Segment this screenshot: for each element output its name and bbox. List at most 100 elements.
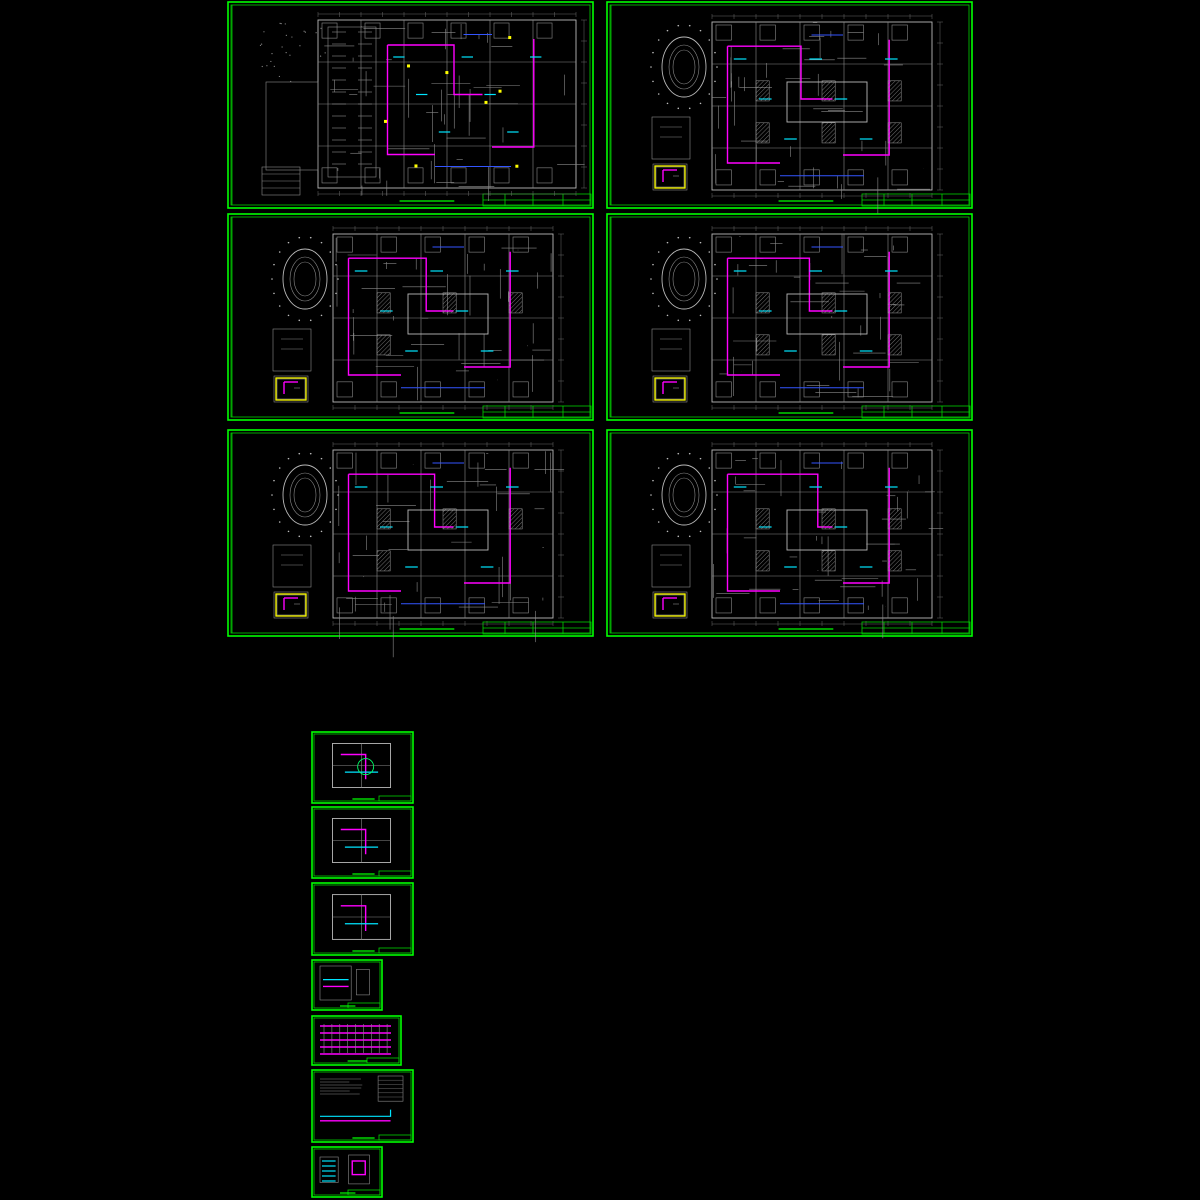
main-pipe-route — [386, 39, 535, 156]
stadium-field — [289, 256, 321, 302]
hatched-shaft — [821, 292, 836, 314]
equipment-marker — [484, 100, 488, 104]
survey-point — [688, 24, 691, 27]
room — [715, 452, 732, 469]
room — [407, 167, 424, 184]
hatched-shaft — [376, 334, 391, 356]
survey-point — [688, 535, 691, 538]
title-block — [231, 433, 592, 635]
legend-detail-pipe — [351, 1160, 366, 1176]
annex-building — [265, 81, 319, 171]
survey-point — [688, 107, 691, 110]
detail-pipe — [340, 753, 367, 780]
survey-point — [699, 314, 702, 317]
survey-point — [287, 530, 290, 533]
site-dot — [266, 65, 268, 67]
room — [380, 236, 397, 253]
site-dot — [273, 65, 275, 67]
sheet-inner-border — [609, 216, 970, 418]
hatched-shaft — [376, 550, 391, 572]
small-sheet-4 — [311, 959, 383, 1011]
survey-point — [271, 278, 273, 280]
survey-point — [714, 292, 716, 295]
survey-point — [335, 263, 337, 266]
hatched-shaft — [755, 80, 770, 102]
equipment-section — [356, 969, 370, 996]
key-plan — [652, 591, 688, 619]
room — [891, 24, 908, 41]
room — [847, 452, 864, 469]
survey-point — [677, 452, 680, 455]
survey-point — [714, 51, 716, 54]
survey-point — [273, 292, 275, 295]
survey-point — [329, 251, 332, 253]
sheet-border — [311, 731, 414, 804]
stadium-field — [668, 472, 700, 518]
equipment-marker — [508, 36, 512, 40]
key-plan — [652, 163, 688, 191]
site-dot — [319, 55, 322, 57]
main-pipe-route — [347, 251, 511, 376]
floor-plan — [711, 226, 943, 410]
room — [759, 597, 776, 614]
stadium-field — [668, 44, 700, 90]
oval-stadium-keyplan — [650, 236, 718, 322]
key-plan-inner — [655, 594, 685, 616]
hatched-shaft — [755, 292, 770, 314]
room — [715, 236, 732, 253]
site-dot — [303, 30, 305, 32]
drawing-sheet-3 — [227, 213, 594, 421]
sheet-border — [227, 1, 594, 209]
site-dot — [281, 46, 283, 48]
main-pipe-route — [726, 251, 890, 376]
room — [424, 597, 441, 614]
survey-point — [708, 93, 711, 95]
stadium-outline — [661, 248, 707, 310]
oval-stadium-keyplan — [271, 452, 339, 538]
site-dot — [290, 80, 292, 83]
survey-point — [320, 241, 323, 244]
adjacent-building — [272, 544, 312, 588]
stadium-outline — [282, 248, 328, 310]
site-dot — [280, 23, 282, 25]
oval-stadium-keyplan — [650, 452, 718, 538]
room — [468, 597, 485, 614]
room — [803, 236, 820, 253]
survey-point — [716, 66, 718, 68]
room — [891, 452, 908, 469]
survey-point — [298, 236, 301, 239]
sheet-border — [311, 1069, 414, 1143]
title-block — [366, 1057, 400, 1064]
sheet-border — [227, 429, 594, 637]
hatched-shaft — [887, 550, 902, 572]
room — [715, 381, 732, 398]
key-plan-highlight — [275, 377, 307, 401]
survey-point — [278, 251, 281, 253]
drawing-sheet-4 — [606, 213, 973, 421]
survey-point — [666, 102, 669, 105]
survey-point — [337, 278, 339, 280]
room — [512, 452, 529, 469]
room — [321, 167, 338, 184]
room — [536, 167, 553, 184]
site-dot — [320, 27, 322, 29]
survey-point — [652, 508, 654, 511]
room — [715, 24, 732, 41]
key-plan-frame — [652, 163, 688, 191]
survey-point — [278, 521, 281, 523]
survey-point — [666, 241, 669, 244]
hatched-shaft — [755, 122, 770, 144]
room — [512, 381, 529, 398]
room — [847, 169, 864, 186]
hatched-shaft — [442, 292, 457, 314]
sheet-border — [311, 806, 414, 879]
room — [321, 22, 338, 39]
hatched-shaft — [887, 508, 902, 530]
sheet-inner-border — [313, 884, 412, 954]
room — [468, 236, 485, 253]
adjacent-building-outline — [651, 544, 691, 588]
title-block — [378, 795, 412, 802]
survey-point — [677, 236, 680, 239]
room — [847, 236, 864, 253]
room — [759, 381, 776, 398]
